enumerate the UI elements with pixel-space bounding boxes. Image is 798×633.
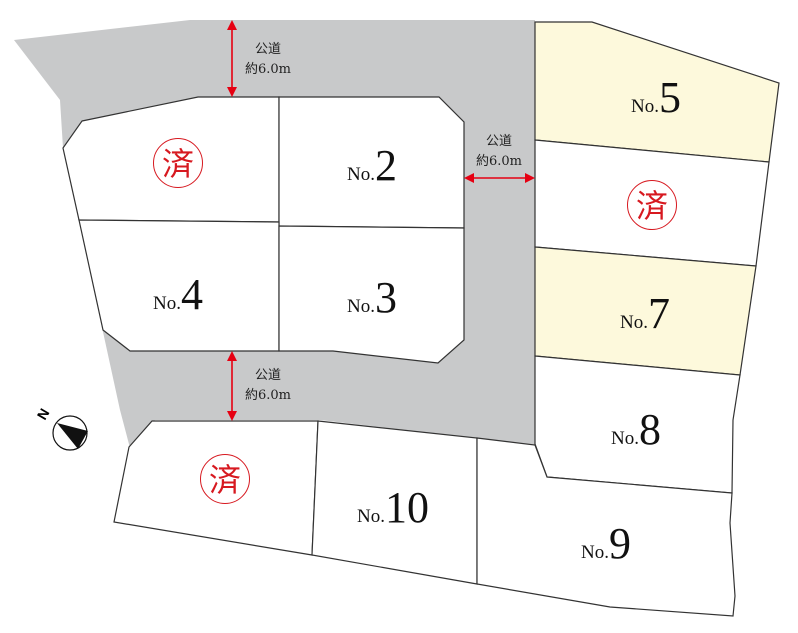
lot-label-4: No.4 xyxy=(153,273,203,317)
lot-no-prefix: No. xyxy=(347,296,375,317)
lot-no-prefix: No. xyxy=(357,506,385,527)
lot-3-shape[interactable] xyxy=(278,225,465,364)
road-label-type: 公道 xyxy=(485,134,513,149)
lot-label-5: No.5 xyxy=(631,76,681,120)
road-label-north: 公道 約6.0m xyxy=(245,40,291,80)
road-label-width: 約6.0m xyxy=(244,62,292,77)
lot-label-7: No.7 xyxy=(620,292,670,336)
road-label-south: 公道 約6.0m xyxy=(245,366,291,406)
road-label-width: 約6.0m xyxy=(475,154,523,169)
lot-no-prefix: No. xyxy=(631,96,659,117)
lot-no-prefix: No. xyxy=(620,312,648,333)
lot-label-3: No.3 xyxy=(347,276,397,320)
lot-number: 9 xyxy=(608,519,631,568)
lot-number: 4 xyxy=(180,270,203,319)
lot-5-shape[interactable] xyxy=(534,21,780,163)
dimension-arrow-south xyxy=(227,351,237,421)
lot-number: 3 xyxy=(374,273,397,322)
lot-9-shape[interactable] xyxy=(476,437,736,617)
lot-4-shape[interactable] xyxy=(78,219,280,352)
lot-number: 8 xyxy=(638,405,661,454)
sold-stamp-lot-11: 済 xyxy=(200,454,250,504)
road-label-width: 約6.0m xyxy=(244,388,292,403)
lot-label-10: No.10 xyxy=(357,486,429,530)
lot-label-2: No.2 xyxy=(347,144,397,188)
lot-no-prefix: No. xyxy=(153,293,181,314)
lot-no-prefix: No. xyxy=(611,428,639,449)
lot-no-prefix: No. xyxy=(347,164,375,185)
road-label-type: 公道 xyxy=(254,368,282,383)
dimension-arrow-north xyxy=(227,20,237,97)
lot-number: 5 xyxy=(658,73,681,122)
lot-number: 10 xyxy=(384,483,429,532)
lot-2-shape[interactable] xyxy=(278,96,465,229)
lot-label-8: No.8 xyxy=(611,408,661,452)
road-label-type: 公道 xyxy=(254,42,282,57)
lot-label-9: No.9 xyxy=(581,522,631,566)
sold-stamp-lot-6: 済 xyxy=(627,180,677,230)
dimension-arrow-east xyxy=(464,173,535,183)
north-arrow-icon xyxy=(52,415,88,451)
lot-no-prefix: No. xyxy=(581,542,609,563)
lot-number: 7 xyxy=(647,289,670,338)
lot-number: 2 xyxy=(374,141,397,190)
road-label-east: 公道 約6.0m xyxy=(476,132,522,172)
sold-stamp-lot-1: 済 xyxy=(153,138,203,188)
